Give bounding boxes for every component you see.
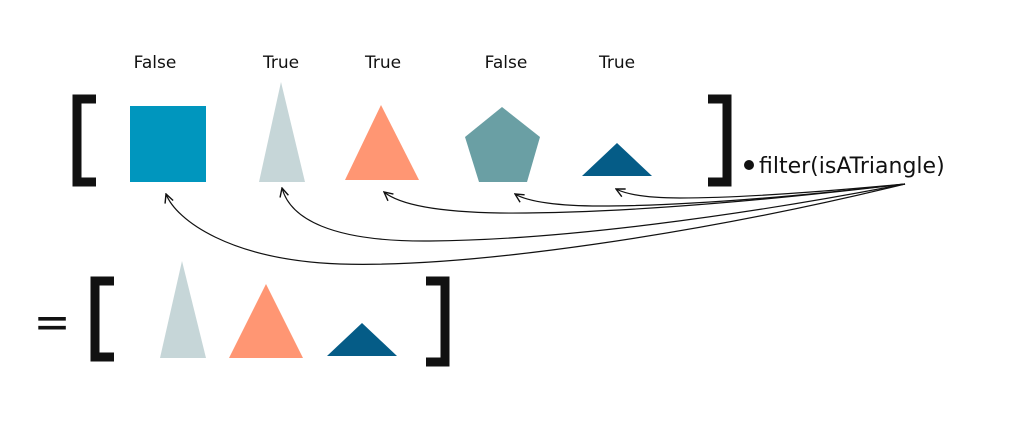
- filter-method-label: filter(isATriangle): [759, 154, 945, 179]
- flat-triangle-shape: [582, 143, 652, 176]
- equals-sign: =: [34, 297, 71, 348]
- input-left-bracket: [72, 94, 96, 187]
- arc-to-pentagon: [515, 183, 906, 207]
- result-array: [90, 261, 450, 367]
- filter-connections: [166, 183, 906, 265]
- arc-to-square: [166, 183, 906, 265]
- square-shape: [130, 106, 206, 182]
- label-false-square: False: [134, 53, 177, 73]
- label-true-flat-triangle: True: [598, 53, 635, 73]
- input-array: False True True False True: [72, 53, 732, 187]
- pentagon-shape: [465, 107, 540, 182]
- method-dot: [744, 160, 754, 170]
- arc-to-tall-triangle: [282, 183, 906, 242]
- triangle-shape: [345, 105, 419, 180]
- result-tall-triangle-shape: [160, 261, 206, 358]
- result-flat-triangle-shape: [327, 323, 397, 356]
- result-left-bracket: [90, 276, 114, 362]
- arc-to-triangle: [384, 183, 906, 214]
- label-true-tall-triangle: True: [262, 53, 299, 73]
- result-right-bracket: [426, 276, 450, 367]
- arc-to-flat-triangle: [616, 183, 906, 199]
- label-false-pentagon: False: [485, 53, 528, 73]
- tall-triangle-shape: [259, 82, 305, 182]
- label-true-triangle: True: [364, 53, 401, 73]
- result-triangle-shape: [229, 284, 303, 358]
- input-right-bracket: [708, 94, 732, 187]
